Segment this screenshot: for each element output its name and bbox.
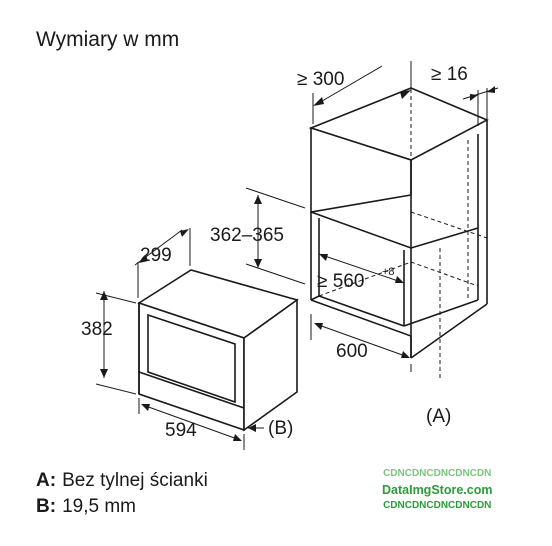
dimension-arrowheads [100,86,495,441]
page-title: Wymiary w mm [36,28,180,51]
marker-a: (A) [426,406,451,427]
dim-appliance-height: 382 [81,319,113,340]
dim-appliance-depth: 299 [140,245,172,266]
watermark-line-1: CDNCDNCDNCDNCDN [383,468,492,479]
legend-text-a: Bez tylnej ścianki [62,470,208,491]
dim-cabinet-width: 600 [336,341,368,362]
legend-item-a: A:Bez tylnej ścianki [36,470,208,492]
legend-text-b: 19,5 mm [62,496,136,517]
dim-niche-width-tolerance: +8 [382,266,395,278]
dim-appliance-width: 594 [165,420,197,441]
watermark-line-2: DataImgStore.com [382,483,493,497]
dim-cabinet-gap: ≥ 16 [431,64,468,85]
cabinet-hidden-edges [318,88,488,380]
legend-item-b: B:19,5 mm [36,496,136,518]
watermark: CDNCDNCDNCDNCDN DataImgStore.com CDNCDNC… [382,466,492,514]
marker-b: (B) [268,418,293,439]
dim-niche-width: ≥ 560 [317,271,364,292]
cabinet-drawing [308,87,489,359]
dim-cabinet-depth: ≥ 300 [297,69,344,90]
legend-key-a: A: [36,470,57,491]
dim-niche-height: 362–365 [210,225,284,246]
legend-key-b: B: [36,496,57,517]
appliance-drawing [137,269,299,432]
watermark-line-3: CDNCDNCDNCDNCDN [383,500,492,511]
